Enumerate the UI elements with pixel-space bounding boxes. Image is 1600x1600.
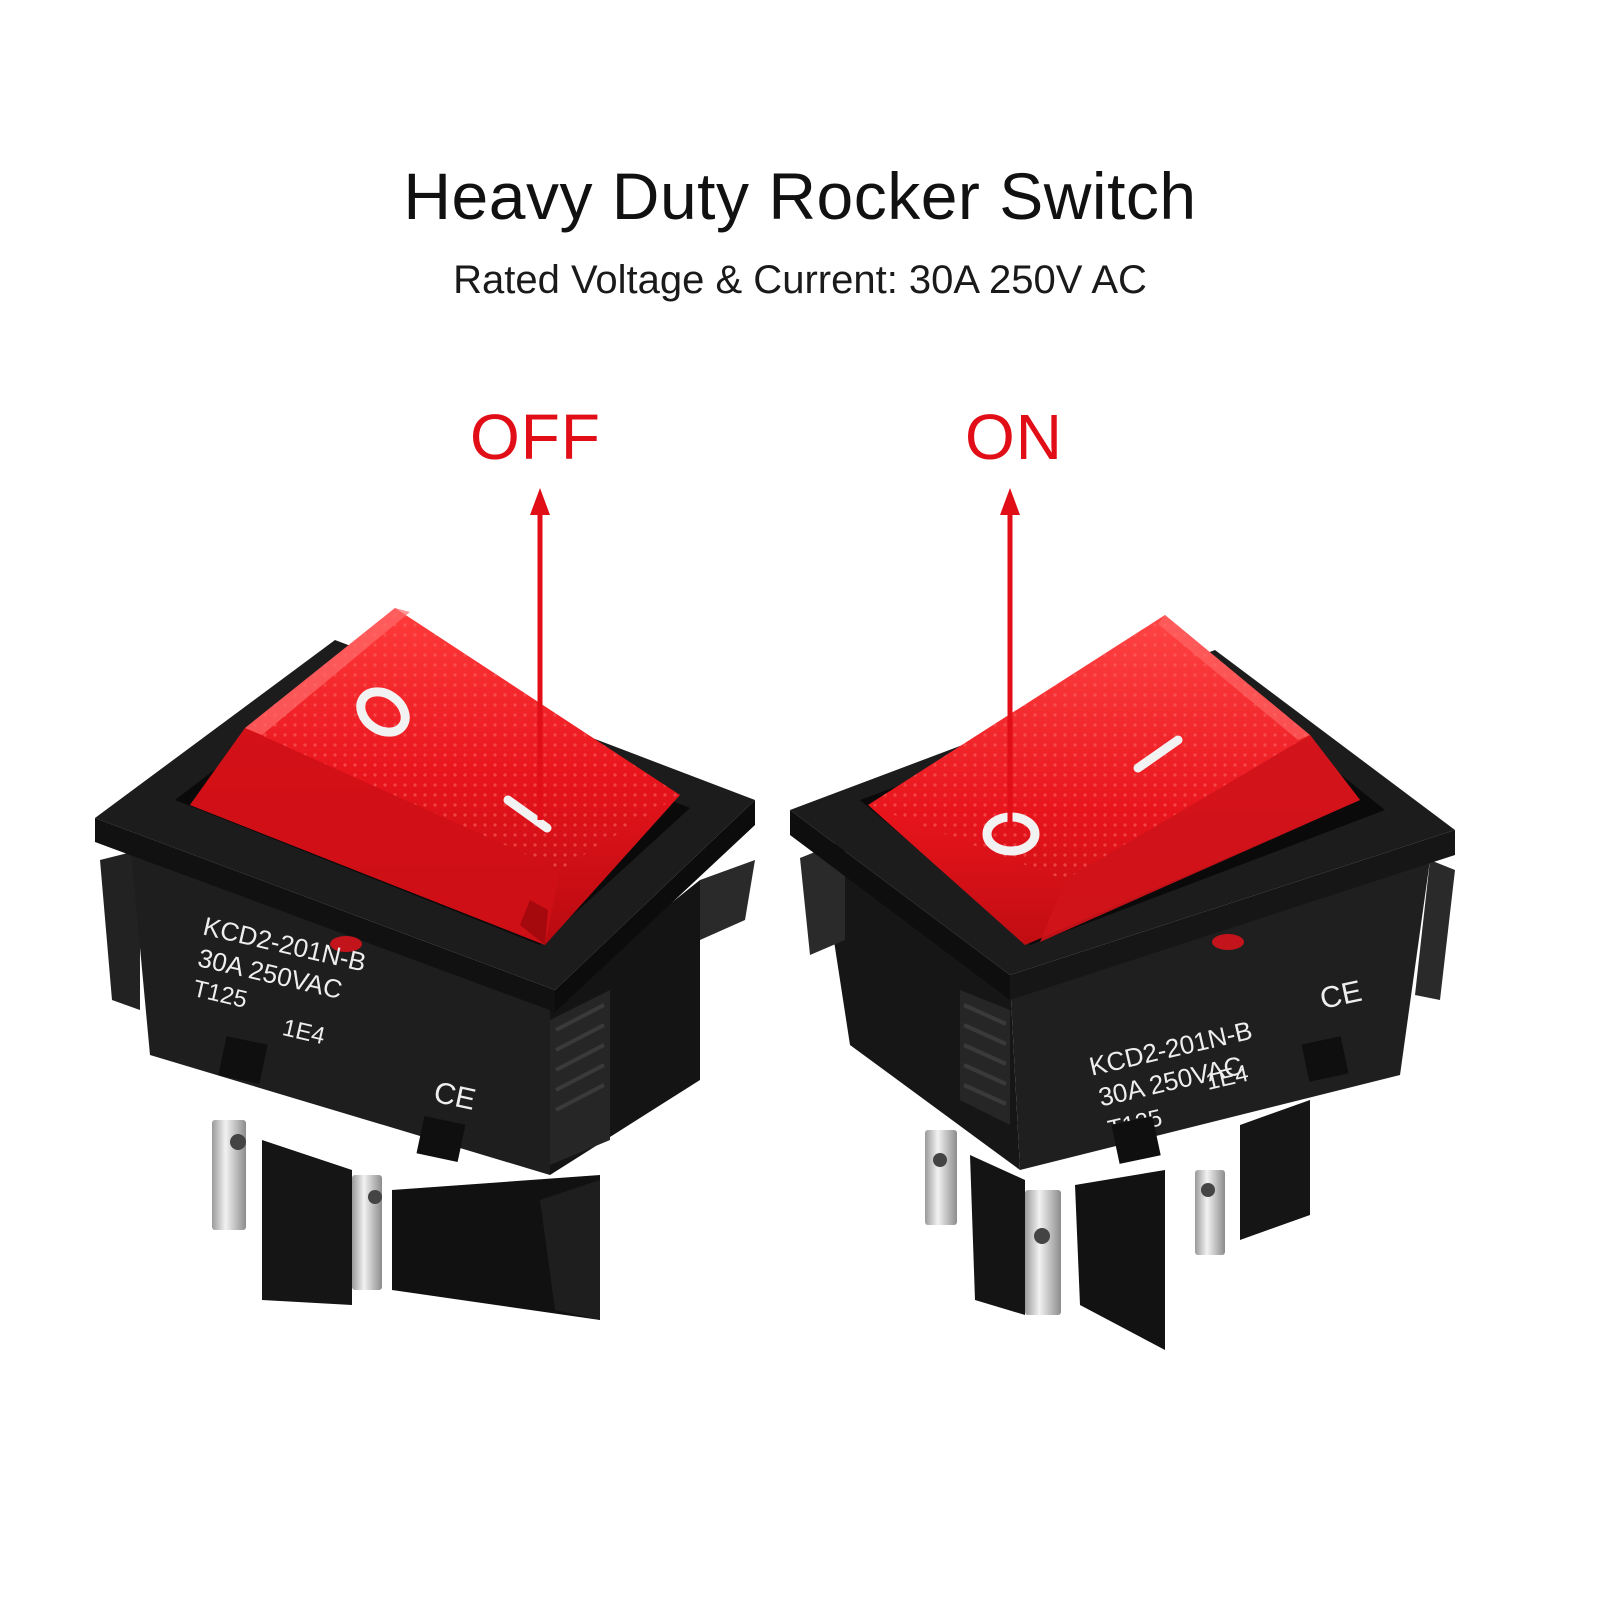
page-title: Heavy Duty Rocker Switch [403,159,1197,233]
rocker-left [190,608,680,952]
clip-ridges-left [550,860,755,1165]
terminals-right [925,1130,1225,1315]
on-label: ON [965,401,1063,473]
off-symbol [356,687,410,737]
on-symbol [503,795,552,833]
arrow-on [1000,488,1020,828]
switch-right: KCD2-201N-B 30A 250VAC T125 1E4 CE [790,615,1455,1350]
rocker-right [868,615,1360,950]
on-symbol-right [1133,735,1183,773]
page-subtitle: Rated Voltage & Current: 30A 250V AC [453,258,1147,302]
arrow-off [530,488,550,820]
off-label: OFF [470,401,601,473]
clip-ridges-right [800,840,1455,1125]
switch-left: KCD2-201N-B 30A 250VAC T125 1E4 CE [95,608,755,1320]
